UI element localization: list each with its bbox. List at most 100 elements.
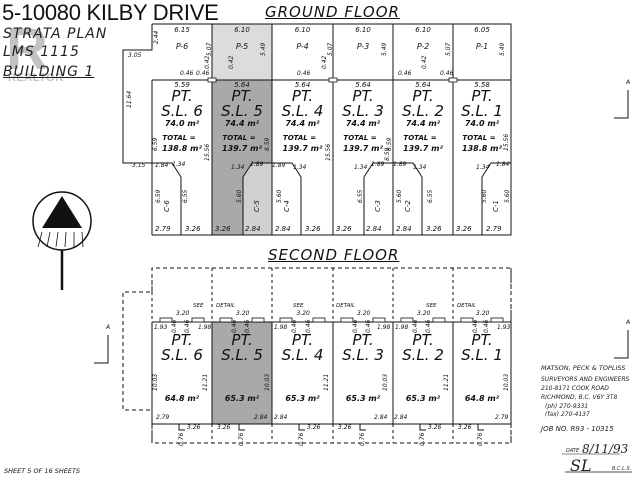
unit-width: 5.58 (474, 81, 490, 89)
bottom-dimension: 2.79 (155, 225, 171, 233)
bottom-dimension: 2.84 (245, 225, 261, 233)
lot-area: 64.8 m² (164, 394, 200, 403)
section-marker-label: A (626, 319, 631, 326)
dimension-label: 0.76 (298, 432, 305, 446)
total-label: TOTAL = (162, 134, 196, 142)
dimension-label: 2.84 (394, 414, 408, 421)
dimension-label: 5.07 (206, 42, 213, 56)
dimension-label: 0.46 (425, 319, 432, 333)
dimension-label: 0.46 (291, 319, 298, 333)
notch (207, 77, 217, 83)
balcony-notch (432, 317, 446, 323)
balcony-notch (460, 317, 474, 323)
total-area: 138.8 m² (162, 144, 202, 153)
dimension-label: 8.59 (384, 147, 391, 161)
detail-label: DETAIL (457, 303, 477, 309)
unit-width: 5.64 (355, 81, 371, 89)
dimension-label: 1.84 (155, 162, 169, 169)
dimension-label: 0.46 (180, 70, 194, 77)
watermark-text: REALTOR (8, 72, 64, 84)
dimension-label: 0.46 (412, 319, 419, 333)
dimension-label: 3.20 (296, 310, 310, 317)
surveyor-line2: 210-8171 COOK ROAD (541, 385, 609, 392)
strata-lot-label: S.L. 3 (342, 346, 384, 364)
section-marker-line (94, 335, 109, 364)
dimension-label: 8.59 (264, 137, 271, 151)
bottom-dimension: 2.84 (366, 225, 382, 233)
balcony-notch (191, 317, 205, 323)
dimension-label: 1.89 (371, 161, 385, 168)
dimension-label: 0.46 (365, 319, 372, 333)
bottom-dimension: 3.26 (215, 225, 231, 233)
section-marker-label: A (626, 79, 631, 86)
dimension-label: 5.60 (276, 189, 283, 203)
lot-area: 65.3 m² (405, 394, 441, 403)
lot-area: 74.4 m² (285, 119, 320, 128)
lot-area: 64.8 m² (464, 394, 500, 403)
dimension-label: 3.20 (176, 310, 190, 317)
lot-area: 74.0 m² (464, 119, 500, 128)
sheet-number: SHEET 5 OF 16 SHEETS (4, 467, 81, 475)
dimension-label: 11.64 (126, 90, 133, 108)
dimension-label: 3.20 (476, 310, 490, 317)
dimension-label: 3.26 (458, 424, 472, 431)
parking-width: 6.10 (234, 26, 250, 34)
dimension-label: 1.34 (293, 164, 307, 171)
dimension-label: 2.79 (156, 414, 170, 421)
realtor-watermark: R REALTOR (6, 21, 66, 85)
garage-wall (363, 162, 393, 235)
parking-stall-label: P-4 (296, 42, 309, 51)
dimension-label: 5.60 (504, 189, 511, 203)
garage-label: C-5 (253, 200, 261, 212)
pt-label: PT. (291, 87, 314, 105)
lot-area: 65.3 m² (345, 394, 381, 403)
dimension-label: 10.03 (264, 373, 271, 391)
ground-floor-title: GROUND FLOOR (265, 3, 400, 21)
dimension-label: 0.42 (204, 55, 211, 69)
strata-lot-label: S.L. 1 (461, 102, 503, 120)
dimension-label: 2.79 (495, 414, 509, 421)
bottom-dimension: 2.84 (396, 225, 412, 233)
lot-area: 74.4 m² (345, 119, 381, 128)
dimension-label: 0.42 (321, 55, 328, 69)
see-label: SEE (426, 303, 437, 309)
pt-label: PT. (412, 331, 434, 349)
ground-left-wing (122, 24, 153, 164)
seal-pyramid (42, 196, 82, 228)
seal-grid-line (46, 231, 51, 248)
parking-width: 6.15 (174, 26, 190, 34)
strata-lot-label: S.L. 4 (281, 346, 324, 364)
pt-label: PT. (231, 331, 253, 349)
surveyor-phone: (ph) 270-9331 (545, 403, 589, 410)
balcony-notch (159, 317, 173, 323)
lot-area: 65.3 m² (285, 394, 320, 403)
dimension-label: 1.93 (154, 324, 168, 331)
building-label: BUILDING 1 (3, 64, 95, 80)
total-label: TOTAL = (343, 134, 377, 142)
strata-lot-label: S.L. 6 (161, 346, 203, 364)
surveyor-fax: (fax) 270-4137 (545, 411, 590, 418)
unit-width: 5.59 (174, 81, 190, 89)
parking-stall-label: P-6 (175, 42, 189, 51)
pt-label: PT. (171, 331, 193, 349)
step-notch (238, 424, 245, 431)
dimension-label: 0.46 (352, 319, 359, 333)
dimension-label: 1.34 (231, 164, 245, 171)
dimension-label: 1.34 (354, 164, 368, 171)
parking-p5-shade (212, 24, 272, 80)
dimension-label: 6.55 (427, 189, 434, 203)
dimension-label: 0.46 (231, 319, 238, 333)
dimension-label: 3.20 (357, 310, 371, 317)
strata-lot-label: S.L. 5 (221, 346, 263, 364)
dimension-label: 3.20 (236, 310, 250, 317)
dimension-label: 10.03 (152, 373, 159, 391)
balcony-notch (279, 317, 293, 323)
dimension-label: 0.76 (359, 432, 366, 446)
dimension-label: 15.56 (204, 143, 211, 161)
dimension-label: 0.46 (196, 70, 210, 77)
dimension-label: 5.60 (396, 189, 403, 203)
dimension-label: 5.07 (445, 42, 452, 56)
pt-label: PT. (231, 87, 253, 105)
